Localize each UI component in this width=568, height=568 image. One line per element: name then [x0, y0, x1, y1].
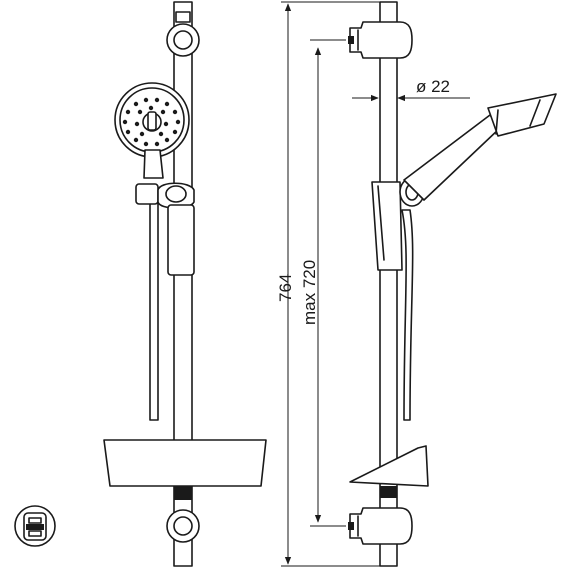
side-soap-dish [349, 445, 429, 498]
dimension-bar-spacing: max 720 [300, 39, 346, 527]
hand-shower-head [114, 82, 190, 158]
certification-mark-icon [14, 505, 56, 547]
dimension-bar-diameter: ø 22 [352, 77, 470, 112]
side-hose [401, 209, 414, 421]
side-slider-holder [371, 177, 425, 271]
overall-height-label: 764 [276, 274, 295, 302]
slider-holder [135, 182, 195, 276]
spray-nozzles [122, 97, 181, 147]
side-rail-bar [379, 1, 398, 567]
soap-dish [103, 439, 267, 487]
hand-shower-handle [143, 149, 164, 179]
bar-spacing-label: max 720 [300, 260, 319, 325]
side-hand-shower [403, 93, 557, 201]
side-view [348, 1, 557, 567]
top-wall-bracket [166, 11, 200, 57]
bottom-wall-bracket [166, 486, 200, 543]
front-view [103, 1, 267, 567]
hose [149, 199, 159, 421]
side-bottom-bracket [348, 507, 413, 545]
bar-diameter-label: ø 22 [416, 77, 450, 96]
side-top-bracket [348, 21, 413, 59]
dimension-overall-height: 764 [276, 1, 388, 567]
